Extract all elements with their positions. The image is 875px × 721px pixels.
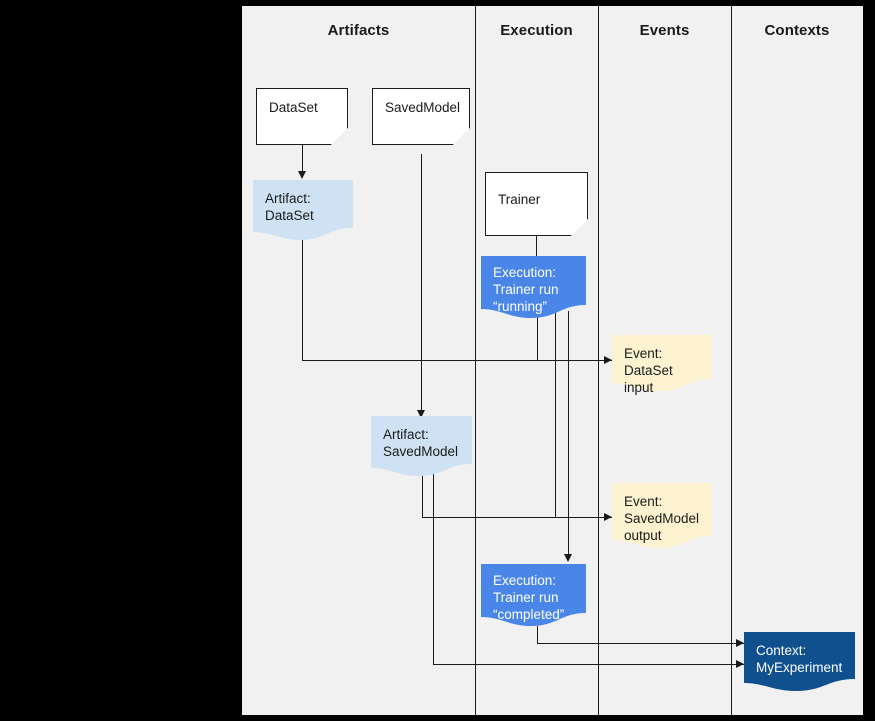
lane-title-events: Events bbox=[639, 22, 690, 39]
node-execution-running-label: Execution: Trainer run “running” bbox=[493, 265, 559, 314]
node-trainer-type[interactable]: Trainer bbox=[485, 172, 589, 237]
node-artifact-dataset[interactable]: Artifact: DataSet bbox=[253, 180, 353, 240]
node-savedmodel-type[interactable]: SavedModel bbox=[372, 88, 471, 146]
lane-title-artifacts: Artifacts bbox=[327, 22, 390, 39]
node-artifact-dataset-label: Artifact: DataSet bbox=[265, 191, 314, 223]
wavy-card-shape bbox=[371, 416, 472, 476]
wavy-card-shape bbox=[612, 335, 712, 391]
connector-artifact-savedmodel-to-context-right bbox=[433, 664, 744, 665]
node-execution-running[interactable]: Execution: Trainer run “running” bbox=[481, 256, 586, 318]
connector-dataset-to-artifact bbox=[302, 145, 303, 173]
connector-execution-running-to-event-savedmodel bbox=[555, 311, 556, 518]
node-savedmodel-type-label: SavedModel bbox=[385, 100, 461, 115]
arrowhead-dataset-to-artifact bbox=[298, 171, 306, 179]
arrowhead-execution-completed bbox=[564, 554, 572, 562]
node-dataset-type[interactable]: DataSet bbox=[256, 88, 349, 146]
node-dataset-type-label: DataSet bbox=[269, 100, 318, 115]
node-event-dataset-input[interactable]: Event: DataSet input bbox=[612, 335, 712, 395]
connector-artifact-savedmodel-right bbox=[422, 517, 612, 518]
connector-artifact-dataset-right bbox=[302, 360, 612, 361]
lane-title-contexts: Contexts bbox=[764, 22, 830, 39]
node-event-savedmodel-output[interactable]: Event: SavedModel output bbox=[612, 483, 712, 548]
connector-artifact-savedmodel-down bbox=[422, 472, 423, 518]
arrowhead-event-dataset-input bbox=[604, 356, 612, 364]
arrowhead-context-from-execution bbox=[736, 639, 744, 647]
node-execution-completed[interactable]: Execution: Trainer run “completed” bbox=[481, 564, 586, 626]
connector-execution-running-to-completed bbox=[568, 311, 569, 556]
connector-execution-running-to-event-dataset bbox=[537, 311, 538, 361]
diagram-canvas: Artifacts Execution Events Contexts bbox=[242, 6, 863, 715]
node-context-myexperiment[interactable]: Context: MyExperiment bbox=[744, 632, 855, 691]
wavy-card-shape bbox=[481, 564, 586, 626]
wavy-card-shape bbox=[253, 180, 353, 240]
arrowhead-context-from-savedmodel bbox=[736, 660, 744, 668]
node-artifact-savedmodel[interactable]: Artifact: SavedModel bbox=[371, 416, 472, 476]
node-context-myexperiment-label: Context: MyExperiment bbox=[756, 643, 843, 675]
node-artifact-savedmodel-label: Artifact: SavedModel bbox=[383, 427, 459, 459]
connector-artifact-savedmodel-to-context-down bbox=[433, 472, 434, 665]
node-trainer-type-label: Trainer bbox=[498, 192, 541, 207]
lane-title-execution: Execution bbox=[500, 22, 573, 39]
wavy-card-shape bbox=[481, 256, 586, 318]
wavy-card-shape bbox=[612, 483, 712, 548]
connector-execution-completed-to-context bbox=[537, 643, 744, 644]
connector-execution-completed-down bbox=[537, 626, 538, 644]
connector-savedmodel-to-artifact bbox=[421, 154, 422, 412]
connector-trainer-to-execution bbox=[536, 236, 537, 259]
wavy-card-shape bbox=[744, 632, 855, 691]
connector-artifact-dataset-down bbox=[302, 234, 303, 361]
arrowhead-event-savedmodel-output bbox=[604, 513, 612, 521]
arrowhead-savedmodel-to-artifact bbox=[417, 410, 425, 418]
node-execution-completed-label: Execution: Trainer run “completed” bbox=[493, 573, 565, 622]
lane-divider-events-contexts bbox=[731, 6, 732, 715]
node-event-savedmodel-output-label: Event: SavedModel output bbox=[624, 494, 700, 543]
node-event-dataset-input-label: Event: DataSet input bbox=[624, 346, 673, 395]
